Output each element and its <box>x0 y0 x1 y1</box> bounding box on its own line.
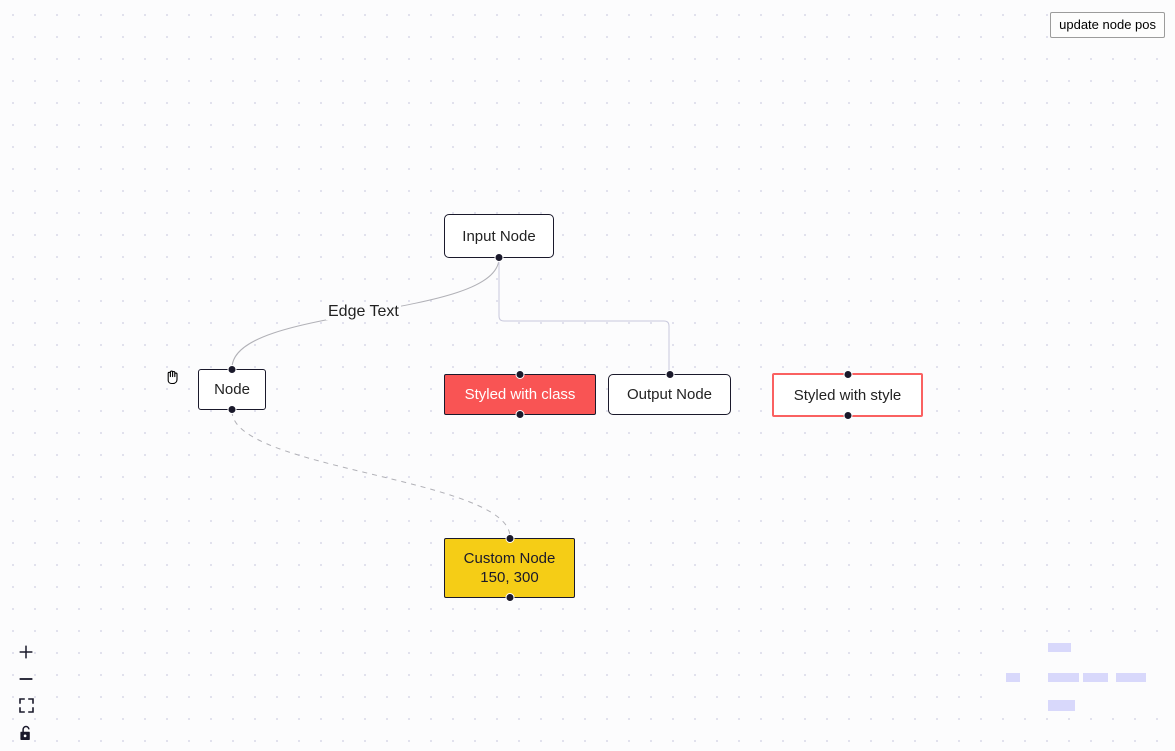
edge-label-edge-text[interactable]: Edge Text <box>326 303 401 320</box>
handle-source-bottom[interactable] <box>843 411 852 420</box>
controls-panel[interactable] <box>10 638 42 746</box>
handle-source-bottom[interactable] <box>515 410 525 419</box>
node-styled-with-style[interactable]: Styled with style <box>772 370 923 420</box>
node-output-node[interactable]: Output Node <box>608 370 731 415</box>
fit-view-icon <box>18 698 34 713</box>
node-input-node[interactable]: Input Node <box>444 214 554 262</box>
handle-target-top[interactable] <box>505 534 514 543</box>
minimap-node <box>1006 673 1020 682</box>
handle-source-bottom[interactable] <box>494 253 504 262</box>
minimap-node <box>1116 673 1146 682</box>
lock-icon <box>20 725 30 740</box>
fit-view-button[interactable] <box>10 692 42 719</box>
minimap-node <box>1048 643 1071 652</box>
handle-target-top[interactable] <box>843 370 852 379</box>
minimap-node <box>1048 700 1075 711</box>
node-styled-with-class[interactable]: Styled with class <box>444 370 596 419</box>
node-label: Input Node <box>462 227 536 245</box>
node-label: Styled with style <box>793 386 902 404</box>
minus-icon <box>19 677 33 680</box>
update-node-pos-button[interactable]: update node pos <box>1050 12 1165 39</box>
node-label: Styled with class <box>464 386 576 403</box>
zoom-out-button[interactable] <box>10 665 42 692</box>
handle-target-top[interactable] <box>515 370 525 379</box>
minimap[interactable] <box>1000 633 1175 715</box>
node-label: Output Node <box>626 386 713 403</box>
handle-source-bottom[interactable] <box>227 405 237 414</box>
node-label-line2: 150, 300 <box>480 569 539 586</box>
plus-icon <box>19 645 33 658</box>
node-label: Node <box>214 381 250 398</box>
minimap-node <box>1083 673 1108 682</box>
toggle-interactivity-button[interactable] <box>10 719 42 746</box>
handle-target-top[interactable] <box>665 370 674 379</box>
node-label-line1: Custom Node <box>463 549 556 567</box>
zoom-in-button[interactable] <box>10 638 42 665</box>
grab-hand-cursor <box>164 368 182 386</box>
handle-target-top[interactable] <box>227 365 237 374</box>
handle-source-bottom[interactable] <box>505 593 514 602</box>
minimap-node <box>1048 673 1079 682</box>
node-node[interactable]: Node <box>198 365 266 414</box>
node-custom-node[interactable]: Custom Node 150, 300 <box>444 534 575 602</box>
